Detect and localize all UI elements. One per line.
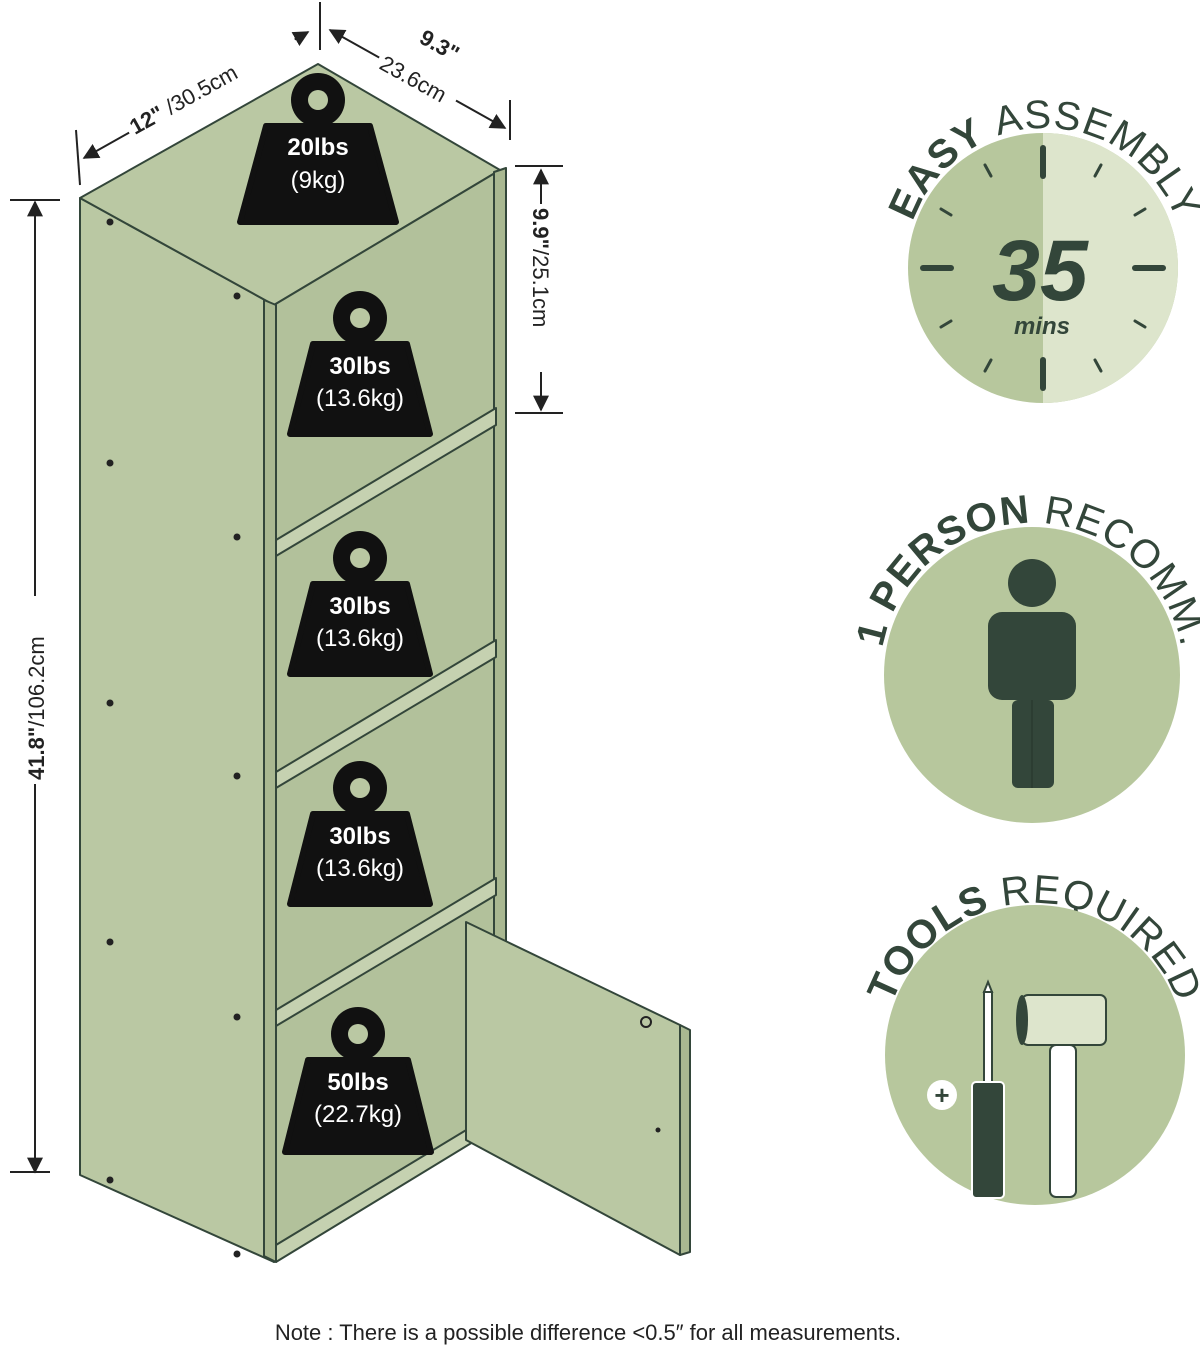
weight-kg-label: (13.6kg): [316, 855, 404, 882]
shelf-height-cm-label: /25.1cm: [528, 249, 553, 327]
bookcase: [79, 63, 691, 1263]
weight-kg-label: (13.6kg): [316, 625, 404, 652]
svg-text:41.8"/106.2cm: 41.8"/106.2cm: [24, 636, 49, 780]
weight-lbs-label: 20lbs: [287, 134, 348, 161]
person-badge: 1 PERSONRECOMM.: [848, 487, 1200, 823]
weight-lbs-label: 30lbs: [329, 823, 390, 850]
assembly-minutes-unit: mins: [1014, 313, 1070, 340]
cabinet-door: [465, 921, 681, 1256]
hammer-icon: [1016, 994, 1107, 1198]
clock-elapsed-half: [1043, 133, 1178, 403]
weight-lbs-label: 50lbs: [327, 1069, 388, 1096]
cabinet-door-edge: [679, 1024, 691, 1256]
measurement-note: Note : There is a possible difference <0…: [274, 1320, 902, 1345]
shelf-2: [275, 639, 497, 789]
weight-icon: 30lbs (13.6kg): [287, 761, 433, 907]
weight-icon: 50lbs (22.7kg): [282, 1007, 434, 1155]
screw-holes: [106, 218, 661, 1258]
assembly-minutes-value: 35: [992, 223, 1089, 319]
person-icon: [988, 559, 1076, 788]
weight-lbs-label: 30lbs: [329, 593, 390, 620]
shelf-3: [275, 877, 497, 1027]
svg-text:9.9"/25.1cm: 9.9"/25.1cm: [528, 208, 553, 327]
weight-kg-label: (22.7kg): [314, 1101, 402, 1128]
assembly-badge: EASYASSEMBLY 35 mins: [880, 93, 1200, 403]
height-in-label: 41.8": [24, 727, 49, 780]
height-cm-label: /106.2cm: [24, 636, 49, 727]
weight-lbs-label: 30lbs: [329, 353, 390, 380]
tools-badge-circle: [885, 905, 1185, 1205]
plus-icon: +: [927, 1080, 957, 1110]
clock-ticks: [920, 145, 1166, 391]
weight-kg-label: (9kg): [291, 167, 346, 194]
bookcase-side-panel: [79, 197, 275, 1263]
plus-icon-glyph: +: [934, 1080, 949, 1110]
shelf-height-in-label: 9.9": [528, 208, 553, 249]
weight-icon: 20lbs (9kg): [237, 73, 399, 225]
shelf-1: [275, 407, 497, 557]
tools-badge: TOOLSREQUIRED +: [859, 867, 1200, 1205]
weight-icon: 30lbs (13.6kg): [287, 531, 433, 677]
weight-icon: 30lbs (13.6kg): [287, 291, 433, 437]
bookcase-front-edge: [263, 299, 277, 1263]
screwdriver-icon: [971, 979, 1005, 1199]
weight-kg-label: (13.6kg): [316, 385, 404, 412]
